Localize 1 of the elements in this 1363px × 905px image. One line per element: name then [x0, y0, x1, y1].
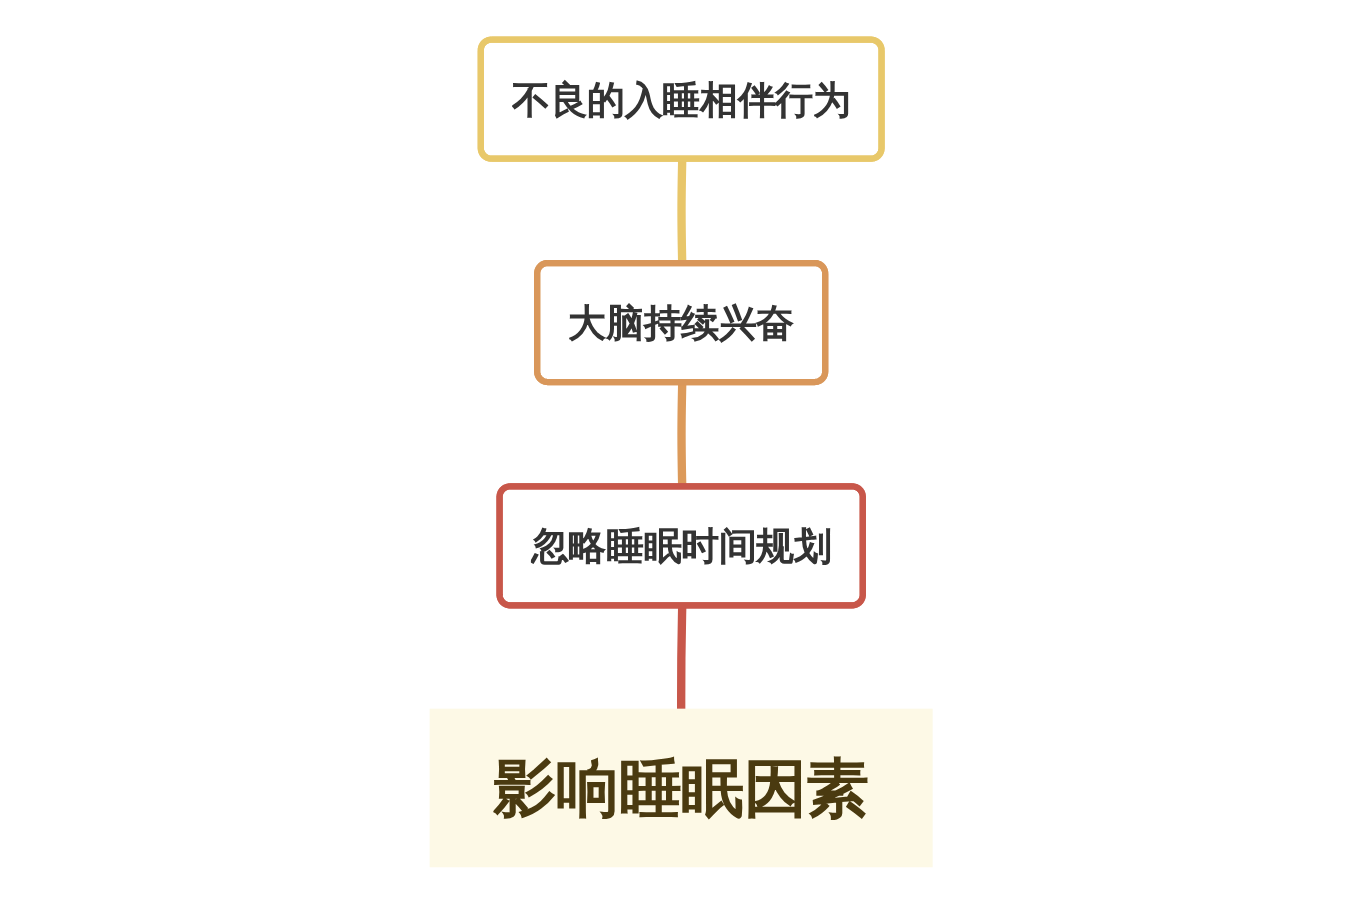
node-box: 影响睡眠因素 — [430, 708, 933, 867]
